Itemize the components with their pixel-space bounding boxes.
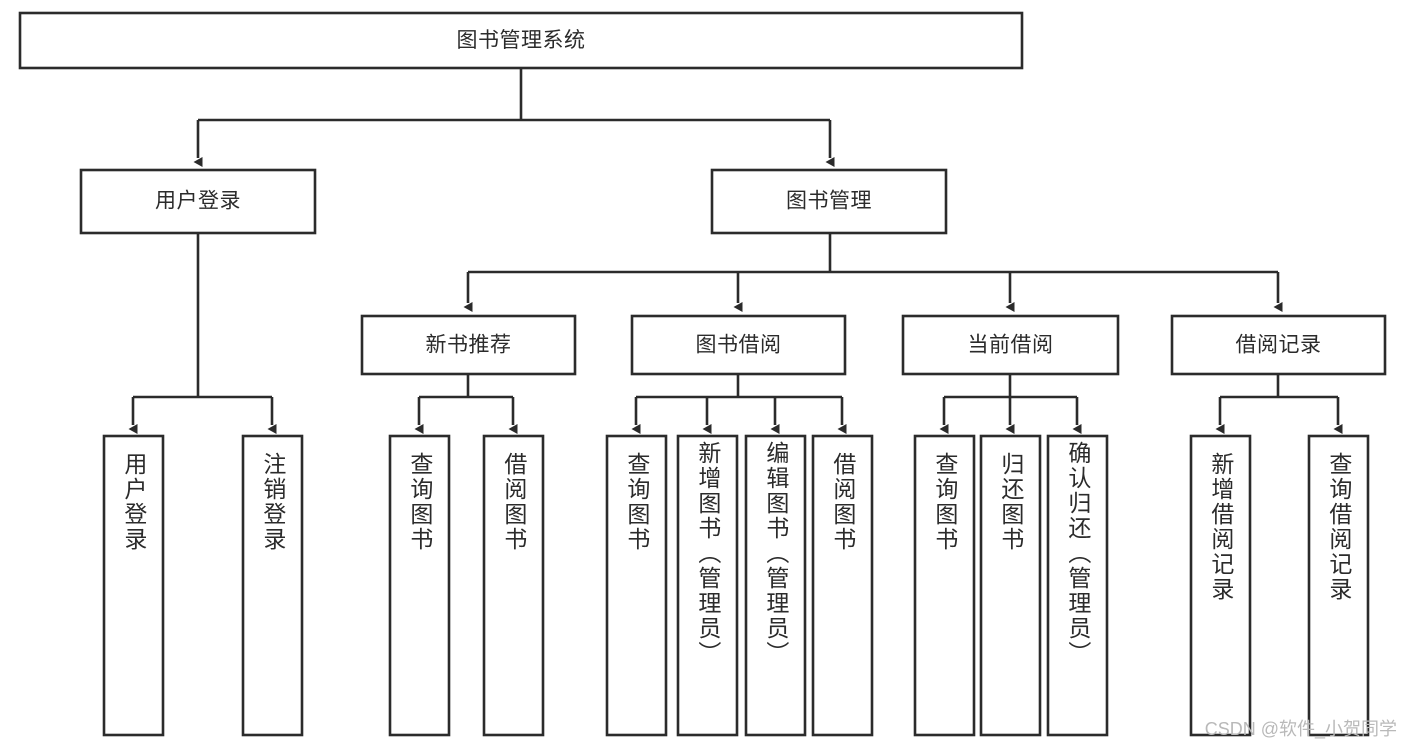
leaf-box-new-book-2[interactable]: [482, 434, 545, 737]
node-box-new-book-rec[interactable]: [360, 314, 577, 376]
leaf-box-book-borrow-3[interactable]: [744, 434, 807, 737]
leaf-box-current-borrow-3[interactable]: [1046, 434, 1109, 737]
node-label-borrow-record: 借阅记录: [1236, 334, 1322, 357]
node-label-root: 图书管理系统: [457, 29, 586, 52]
leaf-box-book-borrow-4[interactable]: [811, 434, 874, 737]
node-label-book-borrow: 图书借阅: [696, 334, 782, 357]
leaf-box-borrow-record-2[interactable]: [1307, 434, 1370, 737]
connector-group: [128, 68, 1343, 434]
leaf-box-current-borrow-1[interactable]: [913, 434, 976, 737]
leaf-box-borrow-record-1[interactable]: [1189, 434, 1252, 737]
leaf-box-book-borrow-2[interactable]: [676, 434, 739, 737]
node-label-book-manage: 图书管理: [786, 190, 872, 213]
node-label-new-book-rec: 新书推荐: [426, 334, 512, 357]
leaf-box-user-login-2[interactable]: [241, 434, 304, 737]
leaf-box-user-login-1[interactable]: [102, 434, 165, 737]
leaf-box-new-book-1[interactable]: [388, 434, 451, 737]
node-box-book-borrow[interactable]: [630, 314, 847, 376]
node-box-book-manage[interactable]: [710, 168, 948, 235]
node-box-user-login[interactable]: [79, 168, 317, 235]
leaf-box-book-borrow-1[interactable]: [605, 434, 668, 737]
node-label-user-login: 用户登录: [155, 190, 241, 213]
node-box-borrow-record[interactable]: [1170, 314, 1387, 376]
node-box-current-borrow[interactable]: [901, 314, 1120, 376]
leaf-box-current-borrow-2[interactable]: [979, 434, 1042, 737]
node-label-current-borrow: 当前借阅: [968, 334, 1054, 357]
node-box-root[interactable]: [18, 11, 1024, 70]
